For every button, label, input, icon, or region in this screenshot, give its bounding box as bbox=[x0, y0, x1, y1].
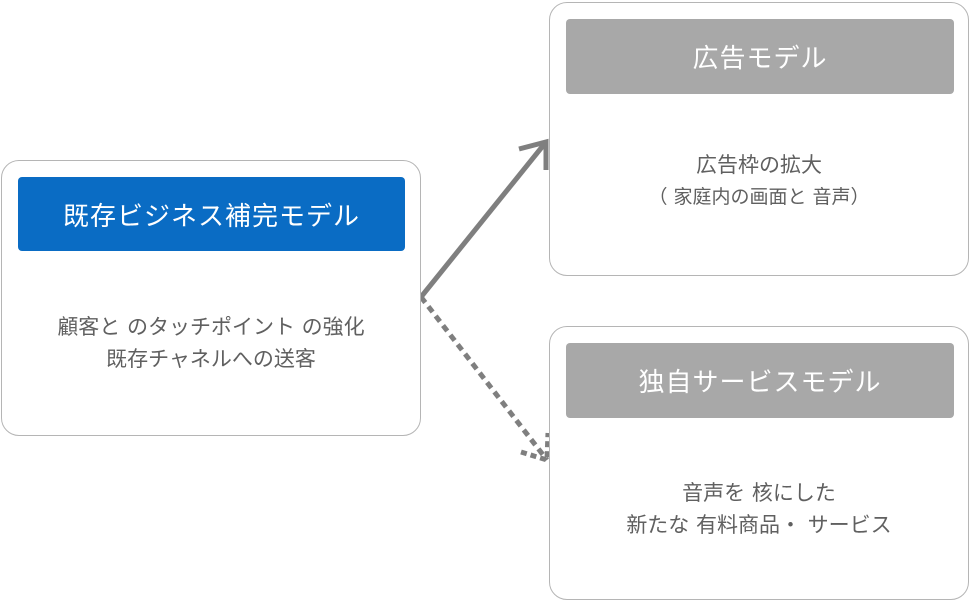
existing-business-model-title: 既存ビジネス補完モデル bbox=[18, 177, 405, 251]
ad-model-card: 広告モデル 広告枠の拡大 （ 家庭内の画面と 音声） bbox=[549, 2, 969, 276]
description-line: 顧客と のタッチポイント の強化 bbox=[57, 315, 365, 339]
ad-model-description: 広告枠の拡大 （ 家庭内の画面と 音声） bbox=[550, 149, 968, 213]
description-line: 既存チャネルへの送客 bbox=[106, 347, 316, 371]
description-line: 広告枠の拡大 bbox=[696, 153, 822, 177]
dotted-arrow-to-service-model bbox=[419, 295, 549, 462]
ad-model-title: 広告モデル bbox=[566, 19, 954, 94]
existing-business-model-description: 顧客と のタッチポイント の強化 既存チャネルへの送客 bbox=[2, 311, 420, 375]
original-service-model-description: 音声を 核にした 新たな 有料商品・ サービス bbox=[550, 477, 968, 541]
solid-arrowhead bbox=[518, 138, 549, 170]
dotted-arrowhead bbox=[520, 432, 551, 464]
description-line: 新たな 有料商品・ サービス bbox=[626, 513, 892, 537]
solid-arrow-to-ad-model bbox=[419, 140, 548, 299]
existing-business-model-card: 既存ビジネス補完モデル 顧客と のタッチポイント の強化 既存チャネルへの送客 bbox=[1, 160, 421, 436]
description-line: （ 家庭内の画面と 音声） bbox=[648, 186, 870, 208]
original-service-model-title: 独自サービスモデル bbox=[566, 343, 954, 418]
original-service-model-card: 独自サービスモデル 音声を 核にした 新たな 有料商品・ サービス bbox=[549, 326, 969, 600]
description-line: 音声を 核にした bbox=[682, 481, 836, 505]
